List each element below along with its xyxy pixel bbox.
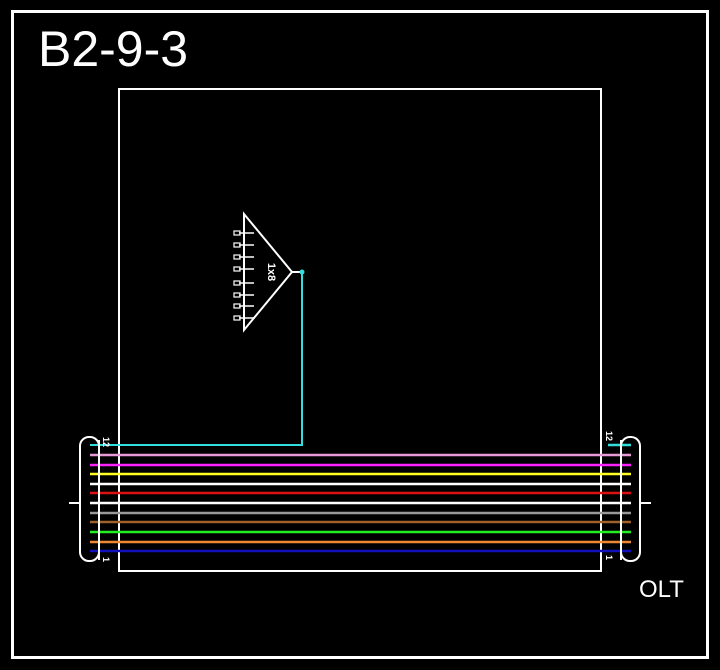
left-fiber-label-top: 12	[101, 437, 111, 447]
enclosure-box	[118, 88, 602, 572]
left-cable-clamp[interactable]: 12 1	[69, 436, 111, 562]
splitter-port-6[interactable]	[233, 292, 241, 298]
olt-label: OLT	[639, 576, 684, 603]
left-fiber-label-bottom: 1	[101, 557, 111, 562]
right-fiber-label-top: 12	[604, 431, 614, 441]
splitter-port-4[interactable]	[233, 266, 241, 272]
fiber-lines	[90, 443, 631, 553]
splitter-port-5[interactable]	[233, 280, 241, 286]
diagram-title: B2-9-3	[38, 21, 189, 77]
right-fiber-label-bottom: 1	[604, 555, 614, 560]
splitter-port-2[interactable]	[233, 242, 241, 248]
splitter-output-ports	[233, 230, 254, 321]
splitter-1x8[interactable]: 1x8	[90, 211, 305, 446]
splitter-triangle-icon	[243, 211, 294, 333]
splitter-label: 1x8	[265, 263, 277, 281]
splitter-feed-fiber	[90, 272, 303, 446]
splitter-port-8[interactable]	[233, 315, 241, 321]
splitter-port-3[interactable]	[233, 254, 241, 260]
right-cable-clamp[interactable]: 12 1	[604, 431, 651, 562]
splitter-port-1[interactable]	[233, 230, 241, 236]
outer-frame	[11, 10, 709, 659]
splitter-port-7[interactable]	[233, 303, 241, 309]
